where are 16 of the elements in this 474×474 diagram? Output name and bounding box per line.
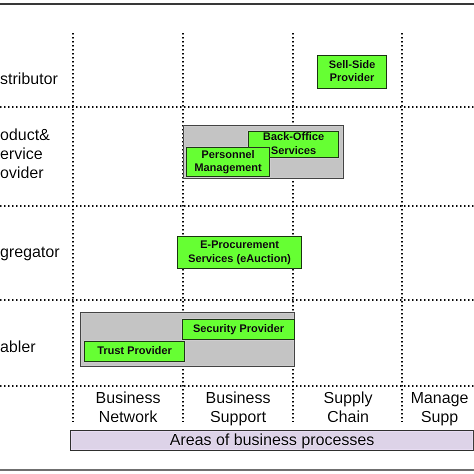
row-label: abler <box>0 338 37 358</box>
column-label: Business Support <box>204 389 272 428</box>
provider-box: Trust Provider <box>84 341 185 362</box>
service-box: Personnel Management <box>186 147 270 177</box>
row-label: oduct& ervice ovider <box>0 126 51 184</box>
column-label: Business Network <box>94 389 162 428</box>
provider-box: Security Provider <box>182 319 295 340</box>
row-label: stributor <box>0 70 59 90</box>
row-label: gregator <box>0 243 61 262</box>
service-box: E-Procurement Services (eAuction) <box>177 236 302 269</box>
category-band: Areas of business processes <box>70 430 474 451</box>
group-box <box>183 125 344 179</box>
group-box <box>80 312 295 367</box>
column-label: Supply Chain <box>322 389 374 428</box>
column-label: Manage Supp <box>410 389 470 428</box>
provider-box: Sell-Side Provider <box>317 55 387 89</box>
